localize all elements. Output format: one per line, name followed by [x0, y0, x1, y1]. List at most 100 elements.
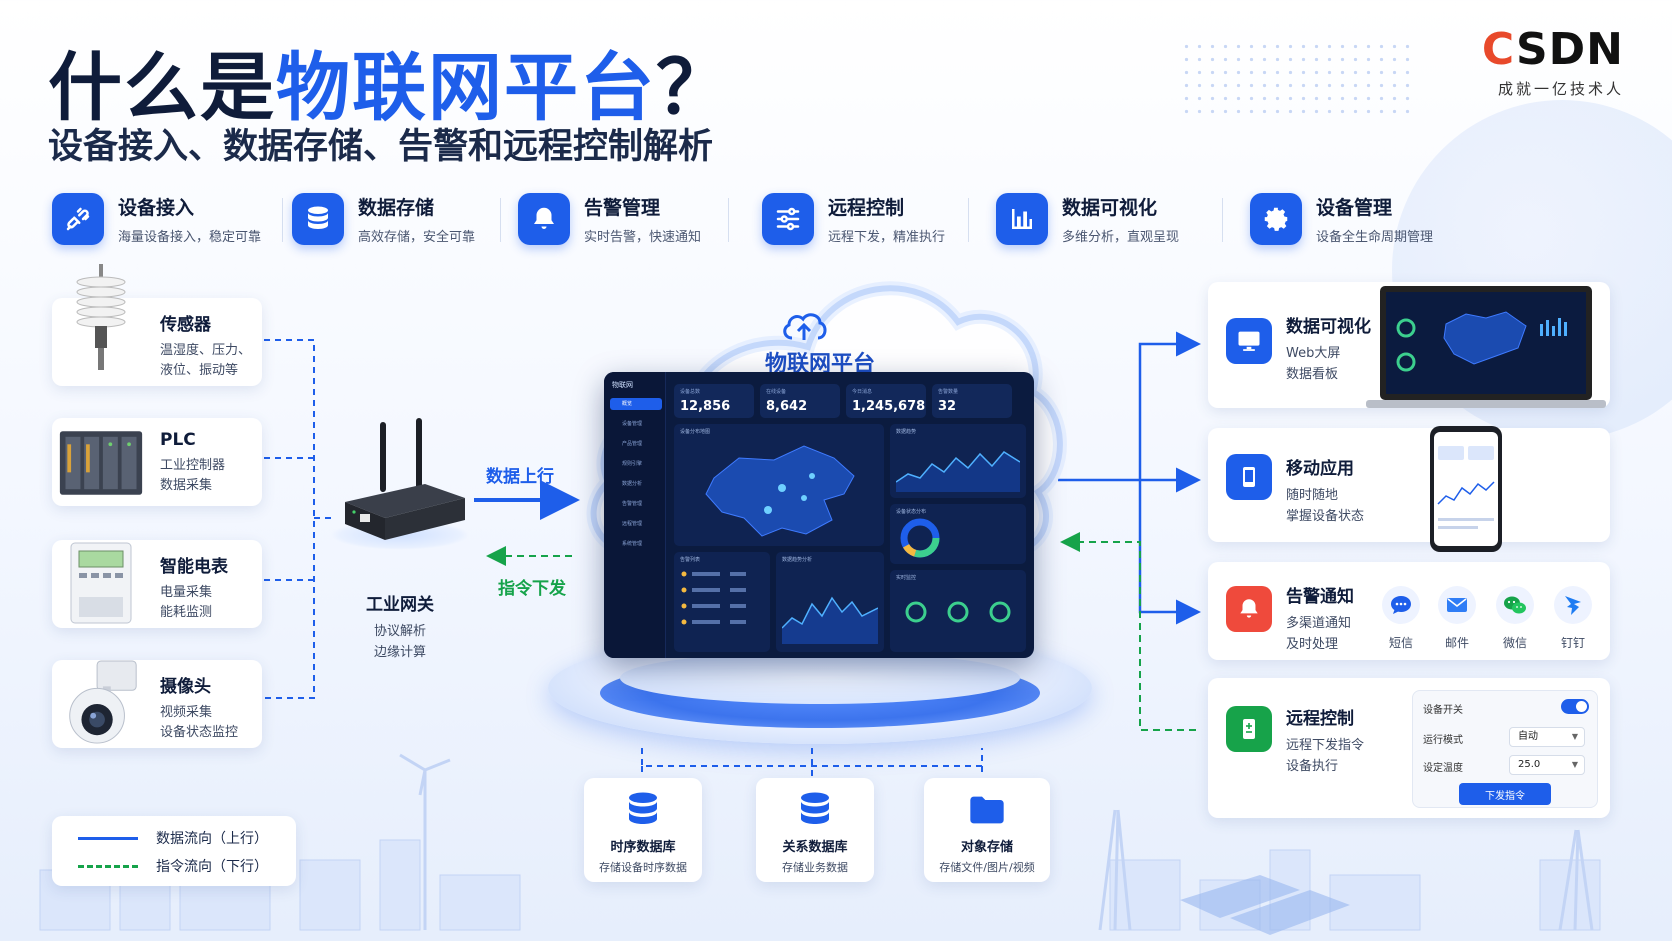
- remote-control-panel: 设备开关 运行模式 自动▼ 设定温度 25.0▼ 下发指令: [1412, 690, 1598, 808]
- page-title: 什么是物联网平台？: [48, 45, 732, 131]
- bar-chart-icon: [996, 193, 1048, 245]
- wechat-icon: [1496, 586, 1534, 624]
- run-mode-select[interactable]: 自动▼: [1509, 727, 1585, 747]
- command-downstream-label: 指令下发: [498, 579, 566, 599]
- feature-divider: [500, 198, 501, 242]
- area-chart: [782, 596, 878, 644]
- channel-wechat[interactable]: 微信: [1490, 586, 1540, 651]
- feature-divider: [1222, 198, 1223, 242]
- trend-analysis-panel: 数据趋势分析: [776, 552, 884, 652]
- dashboard-menu-item[interactable]: 系统管理: [622, 541, 643, 547]
- storage-card-timeseries: 时序数据库 存储设备时序数据: [584, 778, 702, 882]
- gear-icon: [1250, 193, 1302, 245]
- folder-icon: [963, 786, 1011, 834]
- database-icon: [791, 786, 839, 834]
- legend-downstream: 指令流向（下行）: [78, 856, 268, 876]
- device-camera-text: 摄像头 视频采集设备状态监控: [160, 677, 239, 740]
- data-upstream-label: 数据上行: [486, 467, 554, 487]
- device-plc-text: PLC 工业控制器数据采集: [160, 430, 226, 493]
- dashboard-brand: 物联网: [612, 381, 633, 389]
- gateway-label: 工业网关 协议解析边缘计算: [366, 595, 434, 660]
- cloud-upload-icon: [783, 313, 827, 340]
- storage-card-object: 对象存储 存储文件/图片/视频: [924, 778, 1050, 882]
- set-temperature-input[interactable]: 25.0▼: [1509, 755, 1585, 775]
- trend-panel: 数据趋势: [890, 424, 1026, 498]
- monitor-panel: 实时监控: [890, 570, 1026, 652]
- database-icon: [619, 786, 667, 834]
- legend-dashed-line: [78, 864, 138, 868]
- map-panel: 设备分布地图: [674, 424, 884, 546]
- meter-icon: [58, 540, 144, 626]
- dashboard-menu-item[interactable]: 数据分析: [622, 481, 643, 487]
- send-command-button[interactable]: 下发指令: [1459, 783, 1551, 805]
- feature-device-access: 设备接入海量设备接入，稳定可靠: [52, 190, 261, 248]
- app-card-mobile: [1208, 428, 1610, 542]
- legend-solid-line: [78, 836, 138, 840]
- device-sensor-text: 传感器 温湿度、压力、液位、振动等: [160, 315, 252, 378]
- remote-phone-icon: [1226, 706, 1272, 752]
- visualization-text: 数据可视化 Web大屏数据看板: [1286, 317, 1371, 382]
- alarm-list-rows: [681, 571, 746, 625]
- plc-icon: [58, 420, 144, 506]
- channel-dingtalk[interactable]: 钉钉: [1548, 586, 1598, 651]
- csdn-logo: CSDN 成就一亿技术人: [1481, 24, 1624, 99]
- feature-divider: [282, 198, 283, 242]
- dashboard-menu-item[interactable]: 概览: [610, 398, 662, 410]
- status-panel: 设备状态分布: [890, 504, 1026, 564]
- china-map-icon: [705, 445, 855, 537]
- chevron-down-icon: ▼: [1571, 760, 1578, 769]
- legend-upstream: 数据流向（上行）: [78, 828, 268, 848]
- legend: 数据流向（上行） 指令流向（下行）: [52, 816, 296, 886]
- laptop-dashboard-illustration: [1366, 286, 1606, 408]
- router-icon: [345, 418, 465, 540]
- device-switch-toggle[interactable]: [1561, 699, 1589, 714]
- camera-icon: [58, 660, 144, 746]
- channel-sms[interactable]: 短信: [1376, 586, 1426, 651]
- mail-icon: [1438, 586, 1476, 624]
- phone-app-illustration: [1430, 426, 1502, 552]
- feature-data-visualization: 数据可视化多维分析，直观呈现: [996, 190, 1179, 248]
- sliders-icon: [762, 193, 814, 245]
- feature-divider: [968, 198, 969, 242]
- trend-line-chart: [896, 451, 1020, 492]
- dashboard-menu-item[interactable]: 规则引擎: [622, 461, 643, 467]
- sms-icon: [1382, 586, 1420, 624]
- sensor-icon: [58, 264, 144, 370]
- dashboard-menu-item[interactable]: 远程管理: [622, 521, 643, 527]
- title-highlight: 物联网平台: [276, 45, 656, 131]
- dashboard-sidebar: [604, 372, 666, 658]
- dashboard-screen: 物联网 概览 设备管理 产品管理 规则引擎 数据分析 告警管理 远程管理 系统管…: [604, 372, 1034, 658]
- feature-data-storage: 数据存储高效存储，安全可靠: [292, 190, 475, 248]
- dashboard-menu-item[interactable]: 设备管理: [622, 421, 643, 427]
- database-icon: [292, 193, 344, 245]
- alarm-text: 告警通知 多渠道通知及时处理: [1286, 587, 1354, 652]
- dingtalk-icon: [1554, 586, 1592, 624]
- mobile-text: 移动应用 随时随地掌握设备状态: [1286, 459, 1365, 524]
- storage-card-relational: 关系数据库 存储业务数据: [756, 778, 874, 882]
- monitor-icon: [1226, 318, 1272, 364]
- bell-icon: [518, 193, 570, 245]
- page-subtitle: 设备接入、数据存储、告警和远程控制解析: [48, 127, 714, 167]
- platform-top: [620, 652, 1020, 704]
- plug-icon: [52, 193, 104, 245]
- device-meter-text: 智能电表 电量采集能耗监测: [160, 557, 228, 620]
- dashboard-menu-item[interactable]: 产品管理: [622, 441, 643, 447]
- feature-device-management: 设备管理设备全生命周期管理: [1250, 190, 1433, 248]
- donut-chart: [900, 518, 940, 558]
- bell-icon: [1226, 586, 1272, 632]
- dot-pattern: [1180, 40, 1410, 120]
- set-temperature-label: 设定温度: [1423, 763, 1463, 774]
- alarm-list-panel: 告警列表: [674, 552, 770, 652]
- feature-divider: [728, 198, 729, 242]
- feature-remote-control: 远程控制远程下发，精准执行: [762, 190, 945, 248]
- logo-tagline: 成就一亿技术人: [1497, 80, 1624, 98]
- device-switch-label: 设备开关: [1423, 705, 1463, 716]
- monitor-gauges: [905, 601, 1011, 623]
- channel-email[interactable]: 邮件: [1432, 586, 1482, 651]
- dashboard-menu-item[interactable]: 告警管理: [622, 501, 643, 507]
